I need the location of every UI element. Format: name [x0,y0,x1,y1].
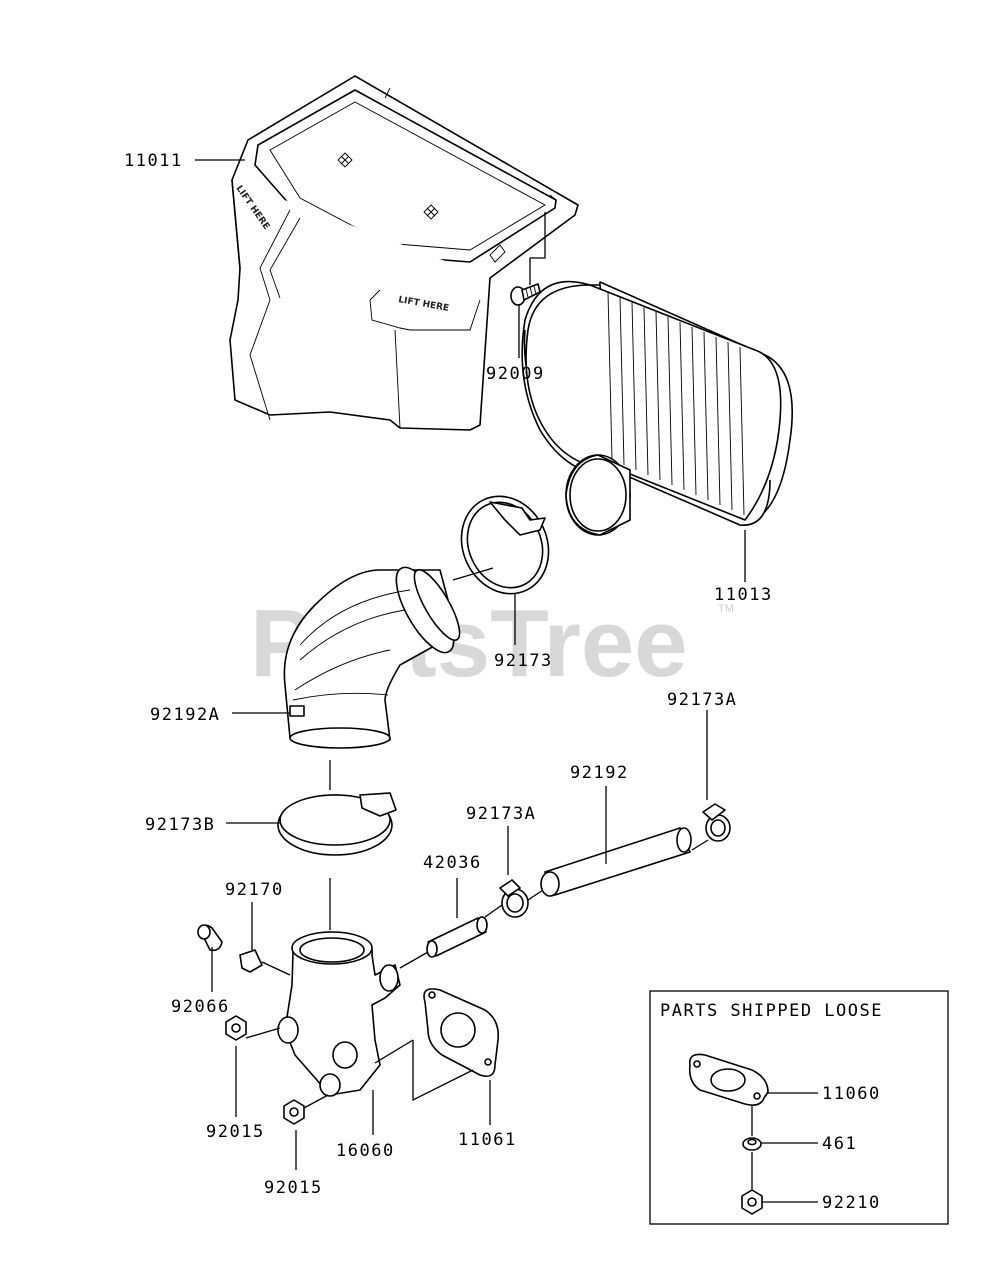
trademark: TM [718,603,734,615]
label-92066: 92066 [171,997,230,1017]
hose-clamp-92173 [460,495,550,595]
label-461: 461 [822,1134,857,1154]
hose-clamp-92173A-right [702,803,731,842]
label-16060: 16060 [336,1141,395,1161]
label-92173B: 92173B [145,815,215,835]
label-92015-a: 92015 [206,1122,265,1142]
hose-clamp-92173B [277,792,397,856]
nut-92015-b [283,1099,305,1125]
label-92173: 92173 [494,651,553,671]
parts-shipped-loose-title: PARTS SHIPPED LOOSE [660,1001,883,1021]
label-92173A-mid: 92173A [466,804,536,824]
label-92192: 92192 [570,763,629,783]
label-11060: 11060 [822,1084,881,1104]
label-92173A-right: 92173A [667,690,737,710]
label-11013: 11013 [714,585,773,605]
label-92192A: 92192A [150,705,220,725]
parts-shipped-loose-box: PARTS SHIPPED LOOSE 11060 461 92210 [649,990,949,1225]
washer-461 [742,1137,762,1151]
nut-92015-a [225,1015,247,1041]
label-92210: 92210 [822,1193,881,1213]
label-11011: 11011 [124,151,183,171]
gasket-11061 [423,988,500,1078]
intake-pipe-16060 [277,931,401,1097]
elbow-hose-92192A [283,566,461,749]
label-92015-b: 92015 [264,1178,323,1198]
clip-92170 [239,949,263,973]
label-92009: 92009 [486,364,545,384]
pipe-42036 [426,916,488,958]
screw-92009 [510,283,541,306]
gasket-11060 [688,1053,769,1106]
leader-lines [195,159,746,1170]
label-92170: 92170 [225,880,284,900]
label-42036: 42036 [423,853,482,873]
cap-92066 [197,924,223,952]
air-filter-element [521,280,793,536]
air-cleaner-cover: LIFT HERE LIFT HERE [229,75,579,431]
hose-clamp-92173A-mid [499,879,529,918]
label-11061: 11061 [458,1130,517,1150]
nut-92210 [741,1189,763,1215]
hose-92192 [540,827,692,897]
